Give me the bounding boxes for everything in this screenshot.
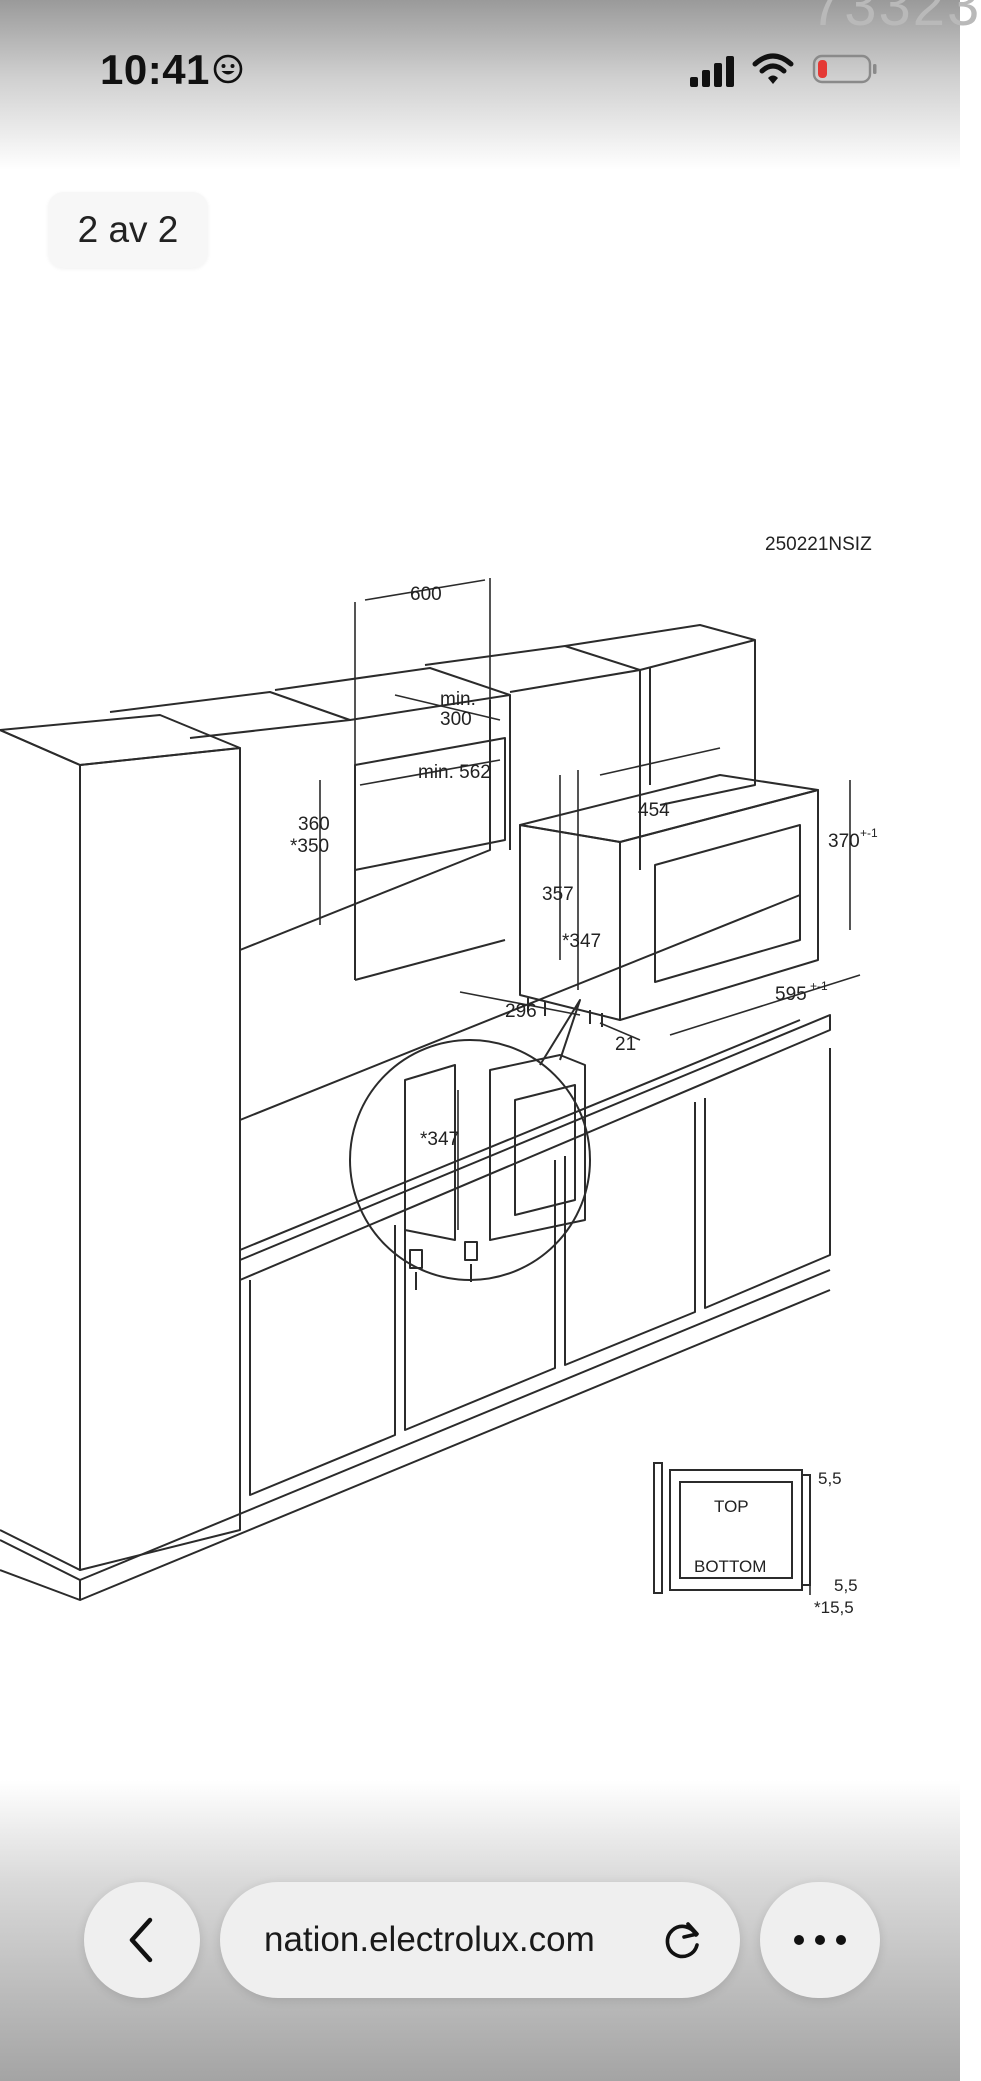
status-time: 10:41	[100, 46, 210, 93]
gap-bottom-alt-value: *15,5	[814, 1598, 854, 1617]
dim-min-300-label: min.	[440, 689, 476, 710]
corner-watermark-text: 73323	[810, 0, 981, 38]
dim-depth-296: 296	[505, 1001, 537, 1022]
more-icon	[794, 1935, 846, 1945]
tall-cabinet-front	[79, 747, 241, 1571]
reload-icon[interactable]	[660, 1918, 706, 1964]
gap-top-value: 5,5	[818, 1469, 842, 1488]
dim-height-370: 370	[828, 831, 860, 852]
dim-height-347: *347	[562, 931, 601, 952]
oven-side	[519, 824, 621, 1021]
signal-icon	[690, 56, 734, 87]
wall-cabinet-4-top	[564, 624, 756, 671]
lower-cabinet-3	[564, 1102, 696, 1366]
dim-height-370-sup: +-1	[860, 826, 878, 840]
dim-width-595-sup: +-1	[810, 979, 828, 993]
countertop-front	[239, 1019, 801, 1251]
battery-icon	[812, 54, 877, 84]
gap-label-bottom: BOTTOM	[694, 1557, 766, 1576]
lower-cabinet-4	[704, 1048, 831, 1309]
status-bar: 10:41	[0, 0, 960, 140]
oven-window	[654, 824, 801, 983]
dim-depth-21: 21	[615, 1034, 636, 1055]
oven-front-frame	[619, 789, 819, 1021]
lower-cabinet-1	[249, 1225, 396, 1496]
detail-oven-window	[514, 1084, 576, 1216]
address-bar[interactable]: nation.electrolux.com	[220, 1882, 740, 1998]
dim-width-600: 600	[410, 584, 442, 605]
wall-cabinet-front	[239, 700, 491, 951]
model-code: 250221NSIZ	[765, 534, 872, 555]
dim-width-454: 454	[638, 800, 670, 821]
gap-frame-left-rail	[653, 1462, 663, 1594]
dim-detail-347: *347	[420, 1129, 459, 1150]
gap-frame-inner	[679, 1481, 793, 1579]
dim-min-300-value: 300	[440, 709, 472, 730]
detail-oven-front	[489, 1054, 586, 1241]
floor-line	[79, 1289, 831, 1601]
wall-cabinet-1-top	[109, 691, 351, 739]
page-indicator: 2 av 2	[48, 192, 208, 268]
tall-cabinet-side	[0, 729, 81, 1571]
detail-oven-side	[404, 1064, 456, 1241]
detail-pointer	[539, 999, 581, 1066]
chevron-left-icon	[129, 1917, 153, 1963]
niche-bottom-edge	[354, 939, 506, 981]
plinth-line	[79, 1269, 831, 1581]
lower-cabinet-2	[404, 1160, 556, 1431]
dim-height-360: 360	[298, 814, 330, 835]
wall-cabinet-2-top	[274, 667, 511, 721]
gap-bottom-value: 5,5	[834, 1576, 858, 1595]
dim-height-350: *350	[290, 836, 329, 857]
url-text[interactable]: nation.electrolux.com	[264, 1920, 595, 1959]
countertop-edge	[239, 1014, 831, 1281]
detail-bracket-2	[464, 1241, 478, 1261]
tall-cabinet-plinth	[0, 1539, 81, 1601]
back-button[interactable]	[84, 1882, 200, 1998]
detail-screws	[415, 1264, 472, 1290]
tall-cabinet-top	[0, 714, 241, 766]
top-gradient	[0, 0, 960, 170]
gap-label-top: TOP	[714, 1497, 749, 1516]
gap-frame-right-rail	[801, 1474, 811, 1586]
smiley-icon	[213, 54, 243, 84]
wall-cabinet-4-front	[659, 640, 756, 806]
wall-cabinet-3-top	[424, 645, 641, 693]
dim-height-357: 357	[542, 884, 574, 905]
detail-bracket-1	[409, 1249, 423, 1269]
wifi-icon	[752, 53, 794, 84]
installation-diagram: 250221NSIZ 600 min. 300 min. 562 360 *35…	[0, 534, 878, 1617]
niche-opening	[354, 737, 506, 871]
dim-min-562: min. 562	[418, 762, 491, 783]
dim-width-595: 595	[775, 984, 807, 1005]
more-button[interactable]	[760, 1882, 880, 1998]
